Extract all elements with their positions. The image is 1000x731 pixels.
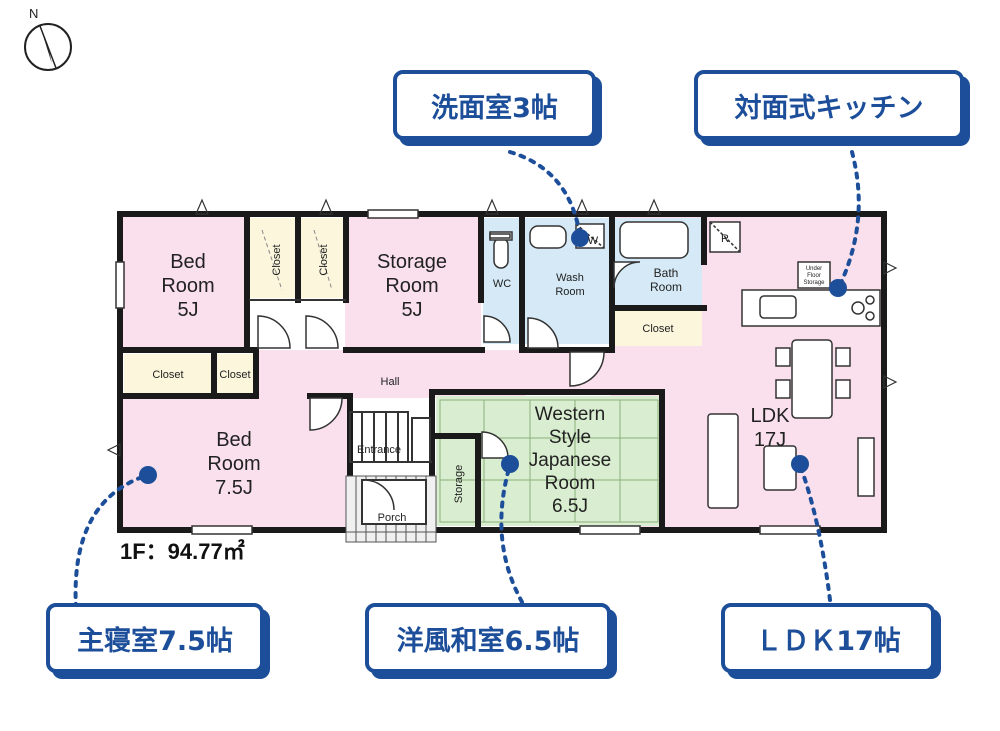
- under-floor-storage-label-3: Storage: [803, 280, 825, 286]
- washbasin-icon: [529, 225, 567, 249]
- kitchen-callout: 対面式キッチン: [694, 70, 964, 140]
- wash-room-label-2: Room: [555, 286, 584, 298]
- porch-label: Porch: [378, 512, 407, 524]
- storage-room-size: 5J: [401, 299, 422, 321]
- tv-stand-icon: [857, 437, 875, 497]
- closet-marks: [261, 229, 333, 291]
- bed-room-1-label-2: Room: [161, 275, 214, 297]
- room-labels: Bed Room 5J Storage Room 5J Closet Close…: [152, 233, 825, 524]
- bed-room-1-label: Bed: [170, 251, 206, 273]
- closet-label-c: Closet: [152, 369, 183, 381]
- kitchen-sink-icon: [759, 295, 797, 319]
- thin-lines: [249, 299, 432, 463]
- porch-steps: [345, 475, 437, 543]
- master-bedroom-dot: [139, 466, 157, 484]
- fixtures: [489, 221, 881, 509]
- kitchen-dot: [829, 279, 847, 297]
- toilet-icon: [493, 237, 509, 269]
- door-swings: [257, 261, 641, 511]
- stove-icon: [851, 301, 865, 315]
- closet-label-d: Closet: [219, 369, 250, 381]
- japanese-room-dot: [501, 455, 519, 473]
- bathtub-icon: [619, 221, 689, 259]
- ldk-callout: ＬＤＫ17帖: [721, 603, 935, 673]
- bed-room-2-label: Bed: [216, 429, 252, 451]
- western-room-label: Western: [535, 404, 605, 425]
- bath-room-label: Bath: [654, 266, 679, 280]
- storage-room-label-2: Room: [385, 275, 438, 297]
- windows: [115, 209, 821, 535]
- callout-leaders: [73, 150, 861, 610]
- under-floor-storage-label: Under: [806, 266, 822, 272]
- vent-icons: [106, 198, 898, 457]
- ldk-dot: [791, 455, 809, 473]
- bed-room-2-label-2: Room: [207, 453, 260, 475]
- wash-room-dot: [571, 229, 589, 247]
- closet-bath-label: Closet: [642, 323, 673, 335]
- wash-room-callout: 洗面室3帖: [393, 70, 596, 140]
- master-bedroom-callout: 主寝室7.5帖: [46, 603, 264, 673]
- japanese-room-callout: 洋風和室6.5帖: [365, 603, 611, 673]
- washer-label: W: [588, 235, 599, 247]
- closet-label-b: Closet: [318, 244, 330, 275]
- closet-label-a: Closet: [271, 244, 283, 275]
- wc-label: WC: [493, 278, 511, 290]
- bed-room-2-size: 7.5J: [215, 477, 253, 499]
- compass-icon: N: [24, 6, 72, 71]
- ldk-size: 17J: [754, 429, 786, 451]
- western-room-label-3: Japanese: [529, 450, 611, 471]
- hall-label: Hall: [381, 376, 400, 388]
- western-room-size: 6.5J: [552, 496, 588, 517]
- western-room-label-2: Style: [549, 427, 591, 448]
- storage-room-label: Storage: [377, 251, 447, 273]
- north-label: N: [29, 6, 38, 21]
- bath-room-label-2: Room: [650, 280, 682, 294]
- callout-dots: [139, 229, 847, 484]
- walls: [117, 211, 887, 533]
- fridge-label: R: [721, 233, 729, 245]
- under-floor-storage-label-2: Floor: [807, 273, 821, 279]
- storage-label: Storage: [453, 465, 465, 504]
- sofa-icon: [707, 413, 739, 509]
- wash-room-label: Wash: [556, 272, 584, 284]
- bed-room-1-size: 5J: [177, 299, 198, 321]
- western-room-label-4: Room: [545, 473, 596, 494]
- floor-area-label: 1F：94.77㎡: [120, 539, 245, 564]
- entrance-label: Entrance: [357, 444, 401, 456]
- ldk-label: LDK: [751, 405, 791, 427]
- dining-table-icon: [791, 339, 833, 419]
